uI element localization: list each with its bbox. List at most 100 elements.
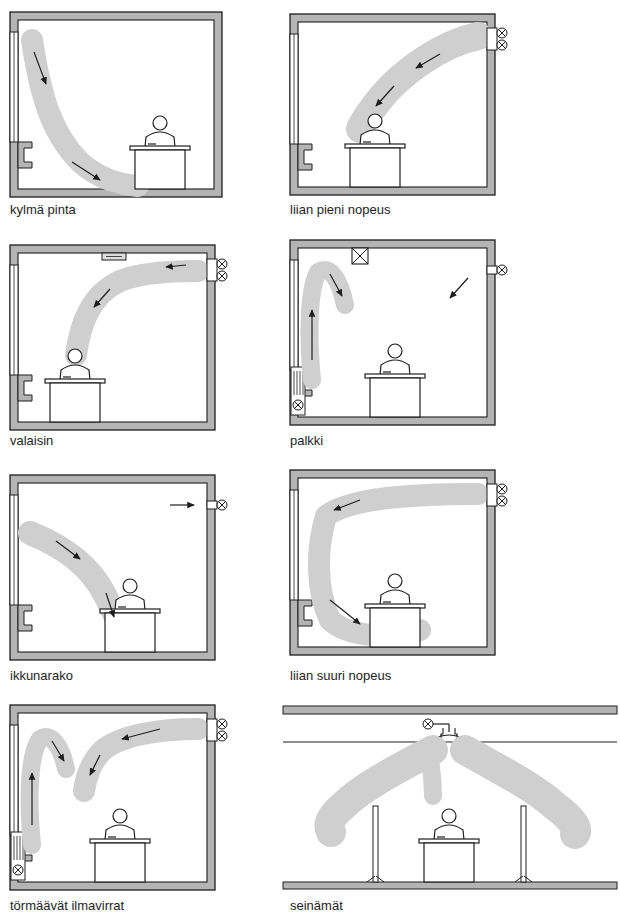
room-wall xyxy=(290,14,495,195)
desk xyxy=(50,383,100,422)
window xyxy=(290,490,298,600)
drawing-stroke xyxy=(14,836,15,860)
room-interior xyxy=(18,713,207,882)
diffuser-symbol xyxy=(217,259,227,269)
diffuser-symbol xyxy=(217,719,227,729)
partition-wall xyxy=(373,806,378,882)
drawing-stroke xyxy=(219,721,226,728)
drawing-stroke xyxy=(219,733,226,740)
partition-wall xyxy=(521,806,526,882)
panel-caption: liian suuri nopeus xyxy=(290,668,391,684)
drawing-stroke xyxy=(20,836,21,860)
drawing-stroke xyxy=(14,495,15,605)
drawing-stroke xyxy=(294,34,295,144)
person-head xyxy=(113,809,127,823)
drawing-stroke xyxy=(437,836,445,837)
panel-caption: valaisin xyxy=(10,433,53,449)
drawing-stroke xyxy=(106,256,122,257)
diffuser-symbol xyxy=(13,865,23,875)
drawing-stroke xyxy=(383,601,391,602)
supply-grille xyxy=(207,501,217,509)
supply-grille xyxy=(487,484,497,506)
panel-caption: palkki xyxy=(290,433,323,449)
window-sill xyxy=(18,142,32,168)
drawing-stroke xyxy=(448,724,449,732)
panel-caption: liian pieni nopeus xyxy=(290,202,390,218)
drawing-stroke xyxy=(499,42,506,49)
flow-arrow xyxy=(34,52,46,84)
room-interior xyxy=(18,20,214,189)
drawing-stroke xyxy=(383,371,391,372)
drawing-stroke xyxy=(425,721,432,728)
flow-arrow xyxy=(72,162,100,180)
flow-arrow xyxy=(90,755,100,775)
drawing-stroke xyxy=(63,376,71,377)
ceiling-slab xyxy=(283,706,617,714)
desk-top xyxy=(130,146,190,150)
panel-caption: seinämät xyxy=(290,898,343,914)
window xyxy=(10,32,18,142)
person-head xyxy=(368,114,382,128)
supply-grille xyxy=(207,259,217,281)
room-interior xyxy=(298,22,487,187)
drawing-stroke xyxy=(118,606,126,607)
air-stream xyxy=(84,729,198,791)
drawing-stroke xyxy=(294,260,295,370)
diffuser-symbol xyxy=(217,271,227,281)
drawing-stroke xyxy=(294,371,295,395)
window-sill xyxy=(298,144,312,170)
person-body xyxy=(60,365,90,380)
flow-arrow xyxy=(122,729,160,739)
room-colliding-flows xyxy=(10,705,227,890)
desk xyxy=(424,843,474,882)
drawing-stroke xyxy=(219,502,226,509)
room-wall xyxy=(290,470,495,655)
room-beam xyxy=(290,240,507,425)
diffuser-symbol xyxy=(497,28,507,38)
drawing-stroke xyxy=(14,725,15,835)
panel-caption: ikkunarako xyxy=(10,668,73,684)
flow-arrow xyxy=(56,541,80,559)
drawing-stroke xyxy=(17,836,18,860)
room-wall xyxy=(10,245,215,430)
flow-arrow xyxy=(376,86,394,106)
drawing-stroke xyxy=(499,498,506,505)
person-body xyxy=(115,595,145,610)
air-stream xyxy=(32,40,138,186)
beam xyxy=(352,248,368,264)
floor-slab xyxy=(283,882,617,889)
person-body xyxy=(145,132,175,147)
panel-caption: törmäävät ilmavirrat xyxy=(10,898,124,914)
person-body xyxy=(434,825,464,840)
drawing-stroke xyxy=(297,371,298,395)
room-interior xyxy=(18,483,207,652)
open-office-partitions xyxy=(283,706,617,889)
flow-arrow xyxy=(170,504,194,505)
supply-grille xyxy=(207,719,217,741)
flow-arrow xyxy=(330,274,342,296)
air-stream xyxy=(310,270,345,380)
flow-arrow xyxy=(94,289,110,307)
diffuser-symbol xyxy=(217,731,227,741)
desk-top xyxy=(365,374,425,378)
drawing-stroke xyxy=(300,371,301,395)
drawing-stroke xyxy=(499,30,506,37)
desk xyxy=(370,608,420,647)
room-wall xyxy=(290,240,495,425)
drawing-stroke xyxy=(14,32,15,142)
flow-arrow xyxy=(31,773,32,825)
room-luminaire xyxy=(10,245,227,430)
luminaire xyxy=(102,253,126,260)
room-low-velocity xyxy=(290,14,507,195)
window xyxy=(290,260,298,370)
desk xyxy=(135,150,185,189)
room-wall xyxy=(10,475,215,660)
person-body xyxy=(360,130,390,145)
room-wall xyxy=(10,705,215,890)
room-interior xyxy=(298,478,487,647)
person-head xyxy=(442,809,456,823)
flow-arrow xyxy=(334,500,360,510)
desk xyxy=(370,378,420,417)
flow-arrow xyxy=(416,54,440,68)
person-head xyxy=(123,579,137,593)
